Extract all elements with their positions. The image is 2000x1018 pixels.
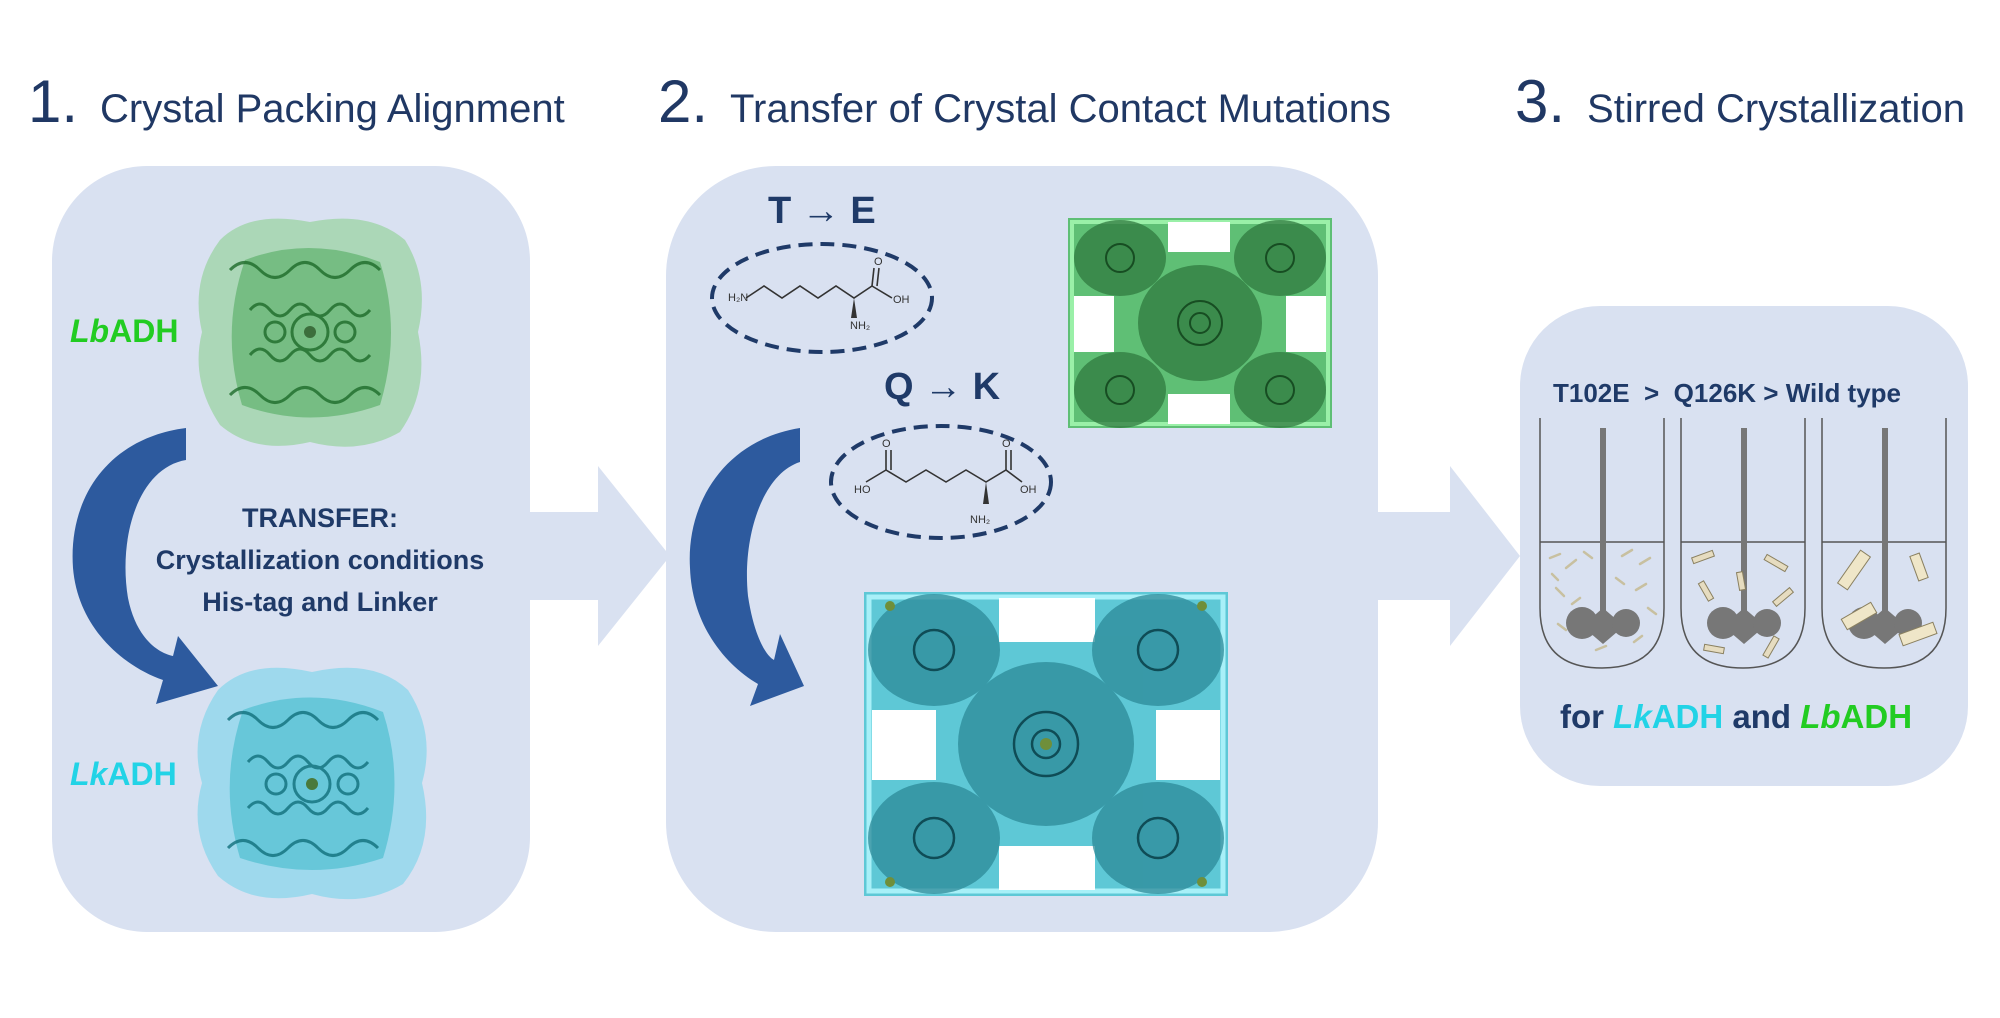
lkadh-label-suffix: ADH <box>107 756 177 792</box>
flow-arrow-2-to-3 <box>1375 466 1520 646</box>
lbadh-label-suffix: ADH <box>109 313 179 349</box>
transfer-heading: TRANSFER: <box>242 503 398 533</box>
transfer-his-tag: His-tag and Linker <box>202 587 438 617</box>
step-3-number: 3. <box>1515 68 1566 135</box>
step-1-number: 1. <box>28 68 79 135</box>
lkadh-label-prefix: Lk <box>70 756 108 792</box>
applies-lb-suffix: ADH <box>1840 698 1913 735</box>
transfer-text: TRANSFER: Crystallization conditions His… <box>130 497 510 623</box>
mutant-ranking: T102E > Q126K > Wild type <box>1553 378 1902 408</box>
molecule-1-left-label: H₂N <box>728 292 749 304</box>
mutation-q-to-k: Q → K <box>884 366 1001 408</box>
molecule-1-structure <box>710 242 934 354</box>
mutation-t-to-e: T → E <box>768 190 876 232</box>
applies-lk-prefix: Lk <box>1613 698 1652 735</box>
molecule-2-structure <box>829 424 1053 540</box>
applies-lk-suffix: ADH <box>1651 698 1724 735</box>
lbadh-protein-structure <box>198 218 422 447</box>
lkadh-label: LkADH <box>70 756 177 793</box>
step-2-label: Transfer of Crystal Contact Mutations <box>730 87 1392 131</box>
molecule-2-left-label: HO <box>854 484 871 496</box>
applies-for: for <box>1560 698 1614 735</box>
applies-and: and <box>1723 698 1801 735</box>
flow-arrow-1-to-2 <box>520 466 670 646</box>
step-1-label: Crystal Packing Alignment <box>100 87 565 131</box>
molecule-2-bottom-label: NH₂ <box>970 514 991 526</box>
step-2-number: 2. <box>658 68 709 135</box>
molecule-1-right-label: OH <box>893 294 910 306</box>
stirred-test-tubes <box>1539 418 1947 669</box>
step-1-title: 1.Crystal Packing Alignment <box>28 72 565 132</box>
molecule-2-right-label: OH <box>1020 484 1037 496</box>
applies-lb-prefix: Lb <box>1800 698 1841 735</box>
green-crystal-lattice <box>1068 218 1332 428</box>
curved-transfer-arrow <box>72 428 218 704</box>
step-3-title: 3.Stirred Crystallization <box>1515 72 1965 132</box>
curved-mutation-arrow <box>689 428 804 706</box>
step-2-title: 2.Transfer of Crystal Contact Mutations <box>658 72 1391 132</box>
lbadh-label-prefix: Lb <box>70 313 110 349</box>
cyan-crystal-lattice <box>864 592 1228 896</box>
lkadh-protein-structure <box>197 667 427 900</box>
molecule-2-top-right-label: O <box>1002 438 1011 450</box>
step-3-label: Stirred Crystallization <box>1587 87 1965 131</box>
lbadh-label: LbADH <box>70 313 178 350</box>
molecule-1-top-label: O <box>874 256 883 268</box>
molecule-1-bottom-label: NH₂ <box>850 320 871 332</box>
applies-to-label: for LkADH and LbADH <box>1560 698 1912 736</box>
molecule-2-top-left-label: O <box>882 438 891 450</box>
transfer-conditions: Crystallization conditions <box>155 545 485 575</box>
